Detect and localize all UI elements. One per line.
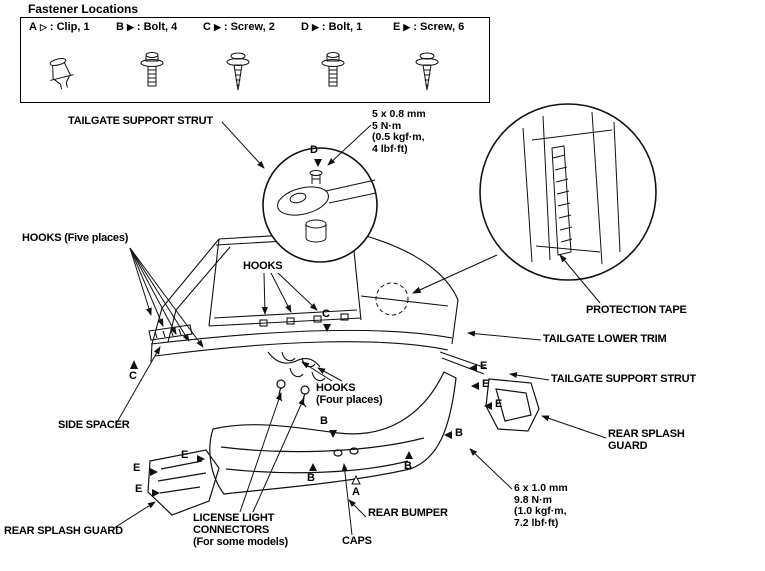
label-hooks-five-places: HOOKS (Five places) xyxy=(22,232,129,244)
spec-line: 5 N·m xyxy=(372,119,402,132)
fastener-marker-c: C xyxy=(129,370,137,382)
legend-letter: E xyxy=(393,21,401,33)
torque-spec-top: 5 x 0.8 mm 5 N·m (0.5 kgf·m, 4 lbf·ft) xyxy=(372,108,426,155)
spec-line: 6 x 1.0 mm xyxy=(514,482,568,494)
fastener-marker-e: E xyxy=(135,483,143,495)
legend-label: : Bolt, 1 xyxy=(321,21,363,33)
fastener-marker-a: A xyxy=(352,486,360,498)
fastener-arrows xyxy=(130,159,492,497)
rear-bumper-art xyxy=(209,371,457,495)
license-connector-art xyxy=(276,379,286,389)
label-side-spacer: SIDE SPACER xyxy=(58,419,130,431)
label-hooks-four-places: HOOKS (Four places) xyxy=(316,382,383,406)
spec-line: 9.8 N·m xyxy=(514,493,552,506)
d-bolt-art xyxy=(309,170,323,176)
label-caps: CAPS xyxy=(342,535,372,547)
clip-open-arrow xyxy=(351,474,361,485)
open-triangle-icon: ▷ xyxy=(39,21,47,32)
fastener-marker-e: E xyxy=(133,462,141,474)
cap-art xyxy=(333,449,343,457)
label-hooks: HOOKS xyxy=(243,260,283,272)
fastener-marker-b: B xyxy=(307,472,315,484)
fastener-legend: A ▷ : Clip, 1 B ▶ : Bolt, 4 C ▶ : Screw,… xyxy=(20,17,490,103)
label-line: (For some models) xyxy=(193,536,289,548)
fastener-marker-e: E xyxy=(480,360,488,372)
legend-label: : Screw, 2 xyxy=(223,21,275,33)
label-line: HOOKS xyxy=(316,382,356,394)
fastener-marker-c: C xyxy=(322,308,330,320)
legend-item-bolt4: B ▶ : Bolt, 4 xyxy=(116,21,177,33)
cap-art xyxy=(349,447,359,455)
fastener-marker-e: E xyxy=(482,378,490,390)
solid-triangle-icon: ▶ xyxy=(403,21,411,32)
spec-line: (1.0 kgf·m, xyxy=(514,505,567,517)
strut-detail-inset xyxy=(262,147,378,263)
page-title: Fastener Locations xyxy=(28,2,139,16)
fastener-marker-b: B xyxy=(320,415,328,427)
label-license-light-connectors: LICENSE LIGHT CONNECTORS (For some model… xyxy=(193,512,288,548)
spec-line: 7.2 lbf·ft) xyxy=(514,516,559,529)
dashed-locator-circle xyxy=(375,282,409,316)
fastener-marker-b: B xyxy=(404,460,412,472)
leader-lines xyxy=(113,121,607,536)
legend-item-clip: A ▷ : Clip, 1 xyxy=(29,21,90,33)
solid-triangle-icon: ▶ xyxy=(311,21,319,32)
torque-spec-bottom: 6 x 1.0 mm 9.8 N·m (1.0 kgf·m, 7.2 lbf·f… xyxy=(514,482,568,529)
hooks-four-art xyxy=(281,351,326,382)
legend-letter: C xyxy=(203,21,211,33)
splash-guards-art xyxy=(147,378,540,516)
legend-label: : Clip, 1 xyxy=(49,21,90,33)
label-line: GUARD xyxy=(608,440,648,452)
label-rear-splash-guard-right: REAR SPLASH GUARD xyxy=(608,428,685,452)
legend-item-screw6: E ▶ : Screw, 6 xyxy=(393,21,464,33)
solid-triangle-icon: ▶ xyxy=(126,21,134,32)
label-line: CONNECTORS xyxy=(193,524,270,536)
label-rear-bumper: REAR BUMPER xyxy=(368,507,448,519)
license-connector-art xyxy=(300,385,310,395)
label-tailgate-lower-trim: TAILGATE LOWER TRIM xyxy=(543,333,667,345)
legend-label: : Screw, 6 xyxy=(413,21,465,33)
label-line: (Four places) xyxy=(316,394,383,406)
solid-triangle-icon: ▶ xyxy=(213,21,221,32)
fastener-marker-e: E xyxy=(181,449,189,461)
label-line: LICENSE LIGHT xyxy=(193,512,275,524)
fastener-marker-d: D xyxy=(310,144,318,156)
legend-letter: A xyxy=(29,21,37,33)
fastener-marker-b: B xyxy=(455,427,463,439)
protection-tape-art xyxy=(551,145,572,256)
spec-line: 5 x 0.8 mm xyxy=(372,108,426,120)
legend-item-bolt1: D ▶ : Bolt, 1 xyxy=(301,21,362,33)
label-rear-splash-guard-left: REAR SPLASH GUARD xyxy=(4,525,123,537)
spec-line: 4 lbf·ft) xyxy=(372,142,408,155)
inset-pointer-line xyxy=(411,254,498,294)
protection-tape-inset xyxy=(479,103,657,281)
label-tailgate-support-strut-top: TAILGATE SUPPORT STRUT xyxy=(68,115,213,127)
legend-label: : Bolt, 4 xyxy=(136,21,178,33)
legend-letter: D xyxy=(301,21,309,33)
label-protection-tape: PROTECTION TAPE xyxy=(586,304,687,316)
label-line: REAR SPLASH xyxy=(608,428,685,440)
fastener-marker-e: E xyxy=(495,398,503,410)
spec-line: (0.5 kgf·m, xyxy=(372,131,425,143)
legend-letter: B xyxy=(116,21,124,33)
label-tailgate-support-strut-right: TAILGATE SUPPORT STRUT xyxy=(551,373,696,385)
legend-item-screw2: C ▶ : Screw, 2 xyxy=(203,21,275,33)
